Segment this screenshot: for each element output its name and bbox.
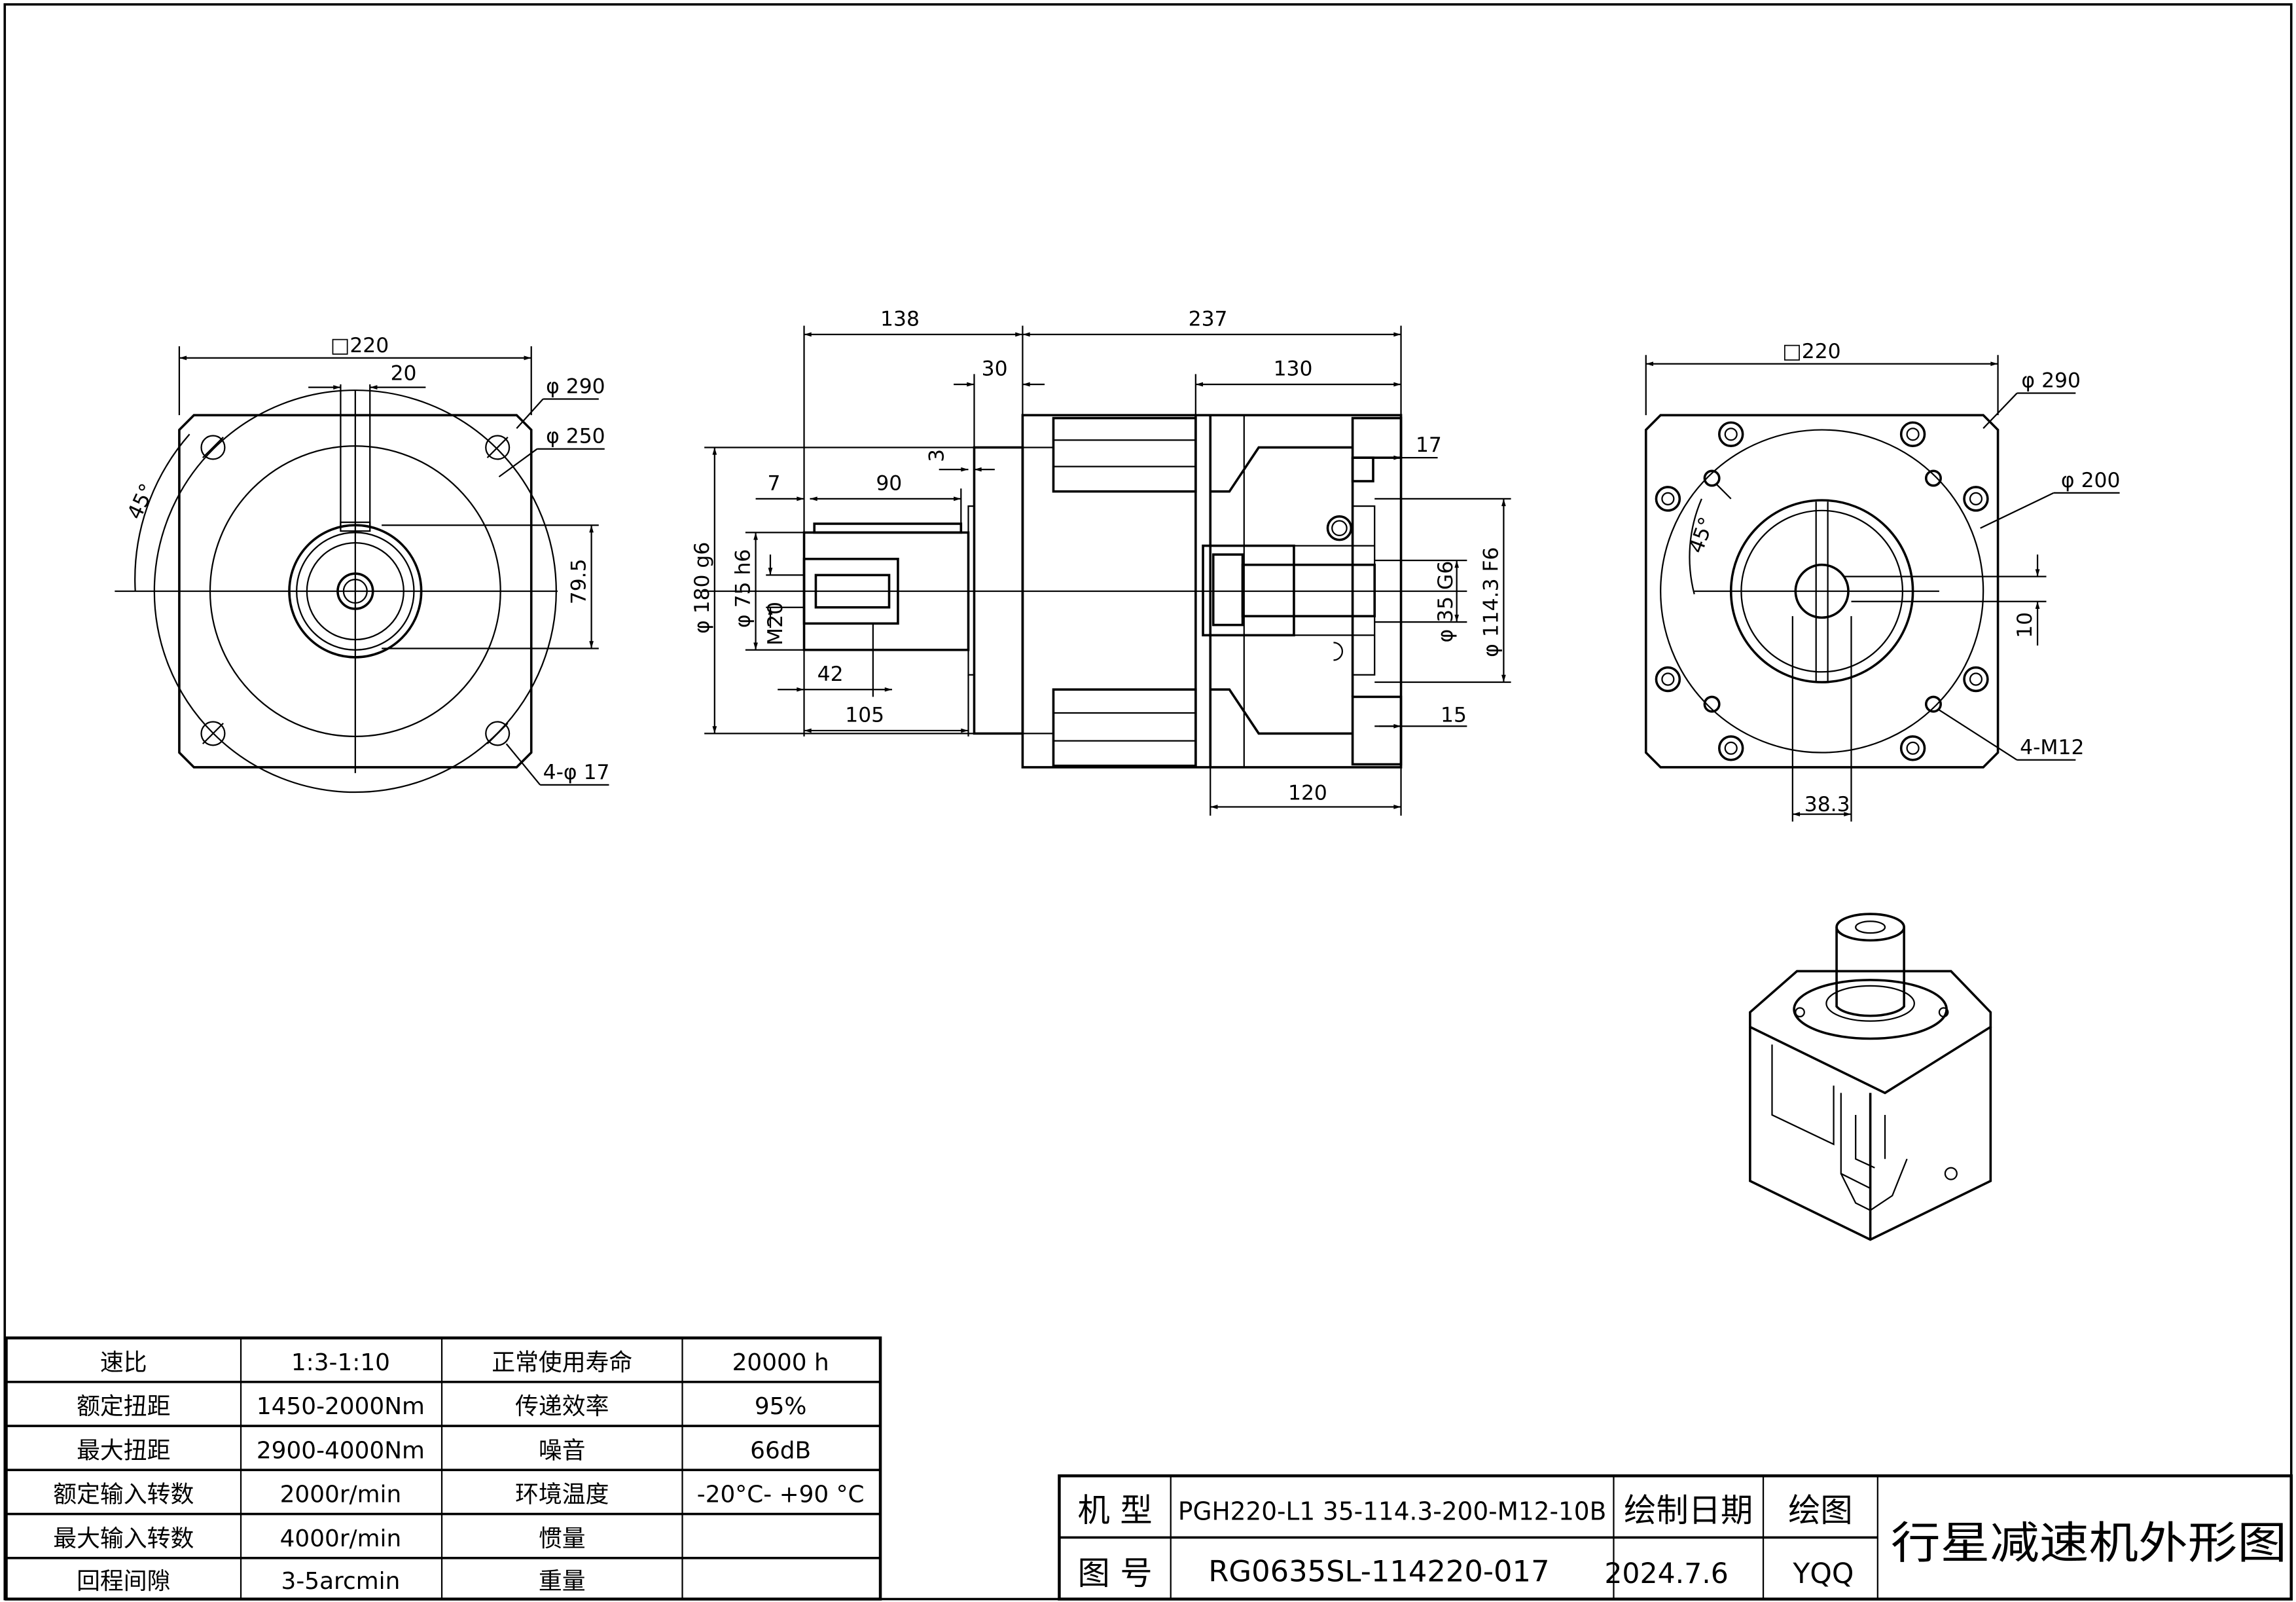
spec-value: 2000r/min	[280, 1482, 402, 1508]
left-angle-dim: 45°	[123, 480, 160, 523]
dim-120: 120	[1288, 781, 1327, 805]
dim-15: 15	[1441, 703, 1467, 727]
dim-30: 30	[982, 357, 1008, 381]
spec-value: 20000 h	[732, 1349, 829, 1376]
title-block: 机 型 PGH220-L1 35-114.3-200-M12-10B 绘制日期 …	[1058, 1474, 2293, 1601]
spec-label: 最大输入转数	[53, 1525, 194, 1552]
drawer-value: YQQ	[1792, 1557, 1854, 1590]
spec-value: 4000r/min	[280, 1525, 402, 1552]
mounting-holes	[1655, 421, 1989, 761]
spec-value: 3-5arcmin	[281, 1568, 401, 1595]
date-value: 2024.7.6	[1604, 1557, 1729, 1590]
spec-value: 2900-4000Nm	[257, 1437, 425, 1464]
spec-value: 95%	[755, 1393, 807, 1420]
dim-phi35: φ 35 G6	[1434, 561, 1458, 643]
dim-3: 3	[925, 449, 948, 462]
dim-130: 130	[1274, 357, 1313, 381]
left-shaft-height-dim: 79.5	[567, 558, 591, 604]
dim-phi180: φ 180 g6	[691, 542, 714, 634]
spec-label: 速比	[100, 1349, 147, 1376]
drawer-label: 绘图	[1788, 1491, 1853, 1529]
number-value: RG0635SL-114220-017	[1208, 1554, 1549, 1589]
left-keyway-dim: 20	[391, 361, 417, 385]
right-bore-offset-dim: 38.3	[1804, 793, 1850, 816]
right-pcd-bolt-dim: φ 200	[2061, 469, 2121, 492]
isometric-view	[1749, 913, 1992, 1241]
side-section-view: 138 237 30 130 3 7 90 φ 180 g6 φ 75 h6 M…	[691, 307, 1511, 816]
output-end-view: □220 20 φ 290 φ 250 79.5 45° 4-φ 17	[115, 334, 610, 793]
number-label: 图 号	[1077, 1554, 1152, 1592]
spec-label: 惯量	[539, 1525, 586, 1552]
mounting-holes	[200, 435, 511, 746]
dim-7: 7	[768, 471, 781, 495]
dim-42: 42	[817, 663, 844, 686]
dim-138: 138	[880, 307, 920, 331]
spec-table: 速比 1:3-1:10 正常使用寿命 20000 h 额定扭距 1450-200…	[5, 1336, 882, 1601]
spec-value: 1:3-1:10	[291, 1349, 390, 1376]
spec-value: -20°C- +90 °C	[697, 1482, 865, 1508]
spec-label: 环境温度	[515, 1482, 609, 1508]
spec-label: 传递效率	[515, 1393, 609, 1420]
spec-value: 66dB	[750, 1437, 811, 1464]
drawing-title: 行星减速机外形图	[1891, 1518, 2287, 1569]
dim-m20: M20	[764, 602, 787, 646]
model-value: PGH220-L1 35-114.3-200-M12-10B	[1178, 1497, 1606, 1526]
date-label: 绘制日期	[1624, 1491, 1753, 1529]
left-pcd-outer-dim: φ 290	[546, 375, 605, 399]
spec-label: 正常使用寿命	[492, 1349, 632, 1376]
dim-phi75: φ 75 h6	[732, 549, 755, 628]
spec-label: 额定输入转数	[53, 1482, 194, 1508]
spec-label: 回程间隙	[77, 1568, 170, 1595]
right-pcd-outer-dim: φ 290	[2021, 369, 2081, 393]
model-label: 机 型	[1077, 1491, 1152, 1529]
left-pcd-bolt-dim: φ 250	[546, 425, 605, 448]
right-square-dim: □220	[1782, 340, 1841, 363]
spec-value: 1450-2000Nm	[257, 1393, 425, 1420]
dim-17: 17	[1416, 433, 1442, 457]
spec-label: 重量	[539, 1568, 586, 1595]
spec-label: 噪音	[539, 1437, 586, 1464]
dim-105: 105	[845, 703, 884, 727]
dim-phi114: φ 114.3 F6	[1479, 547, 1503, 657]
right-holes-dim: 4-M12	[2020, 736, 2084, 759]
right-key-height-dim: 10	[2013, 612, 2037, 638]
spec-label: 额定扭距	[77, 1393, 170, 1420]
dim-237: 237	[1189, 307, 1228, 331]
left-holes-dim: 4-φ 17	[543, 761, 610, 784]
right-angle-dim: 45°	[1685, 514, 1719, 556]
left-square-dim: □220	[331, 334, 389, 357]
spec-label: 最大扭距	[77, 1437, 170, 1464]
dim-90: 90	[876, 471, 902, 495]
input-end-view: 10 38.3 □220 φ 290 φ 200 45° 4-M12	[1644, 340, 2121, 822]
